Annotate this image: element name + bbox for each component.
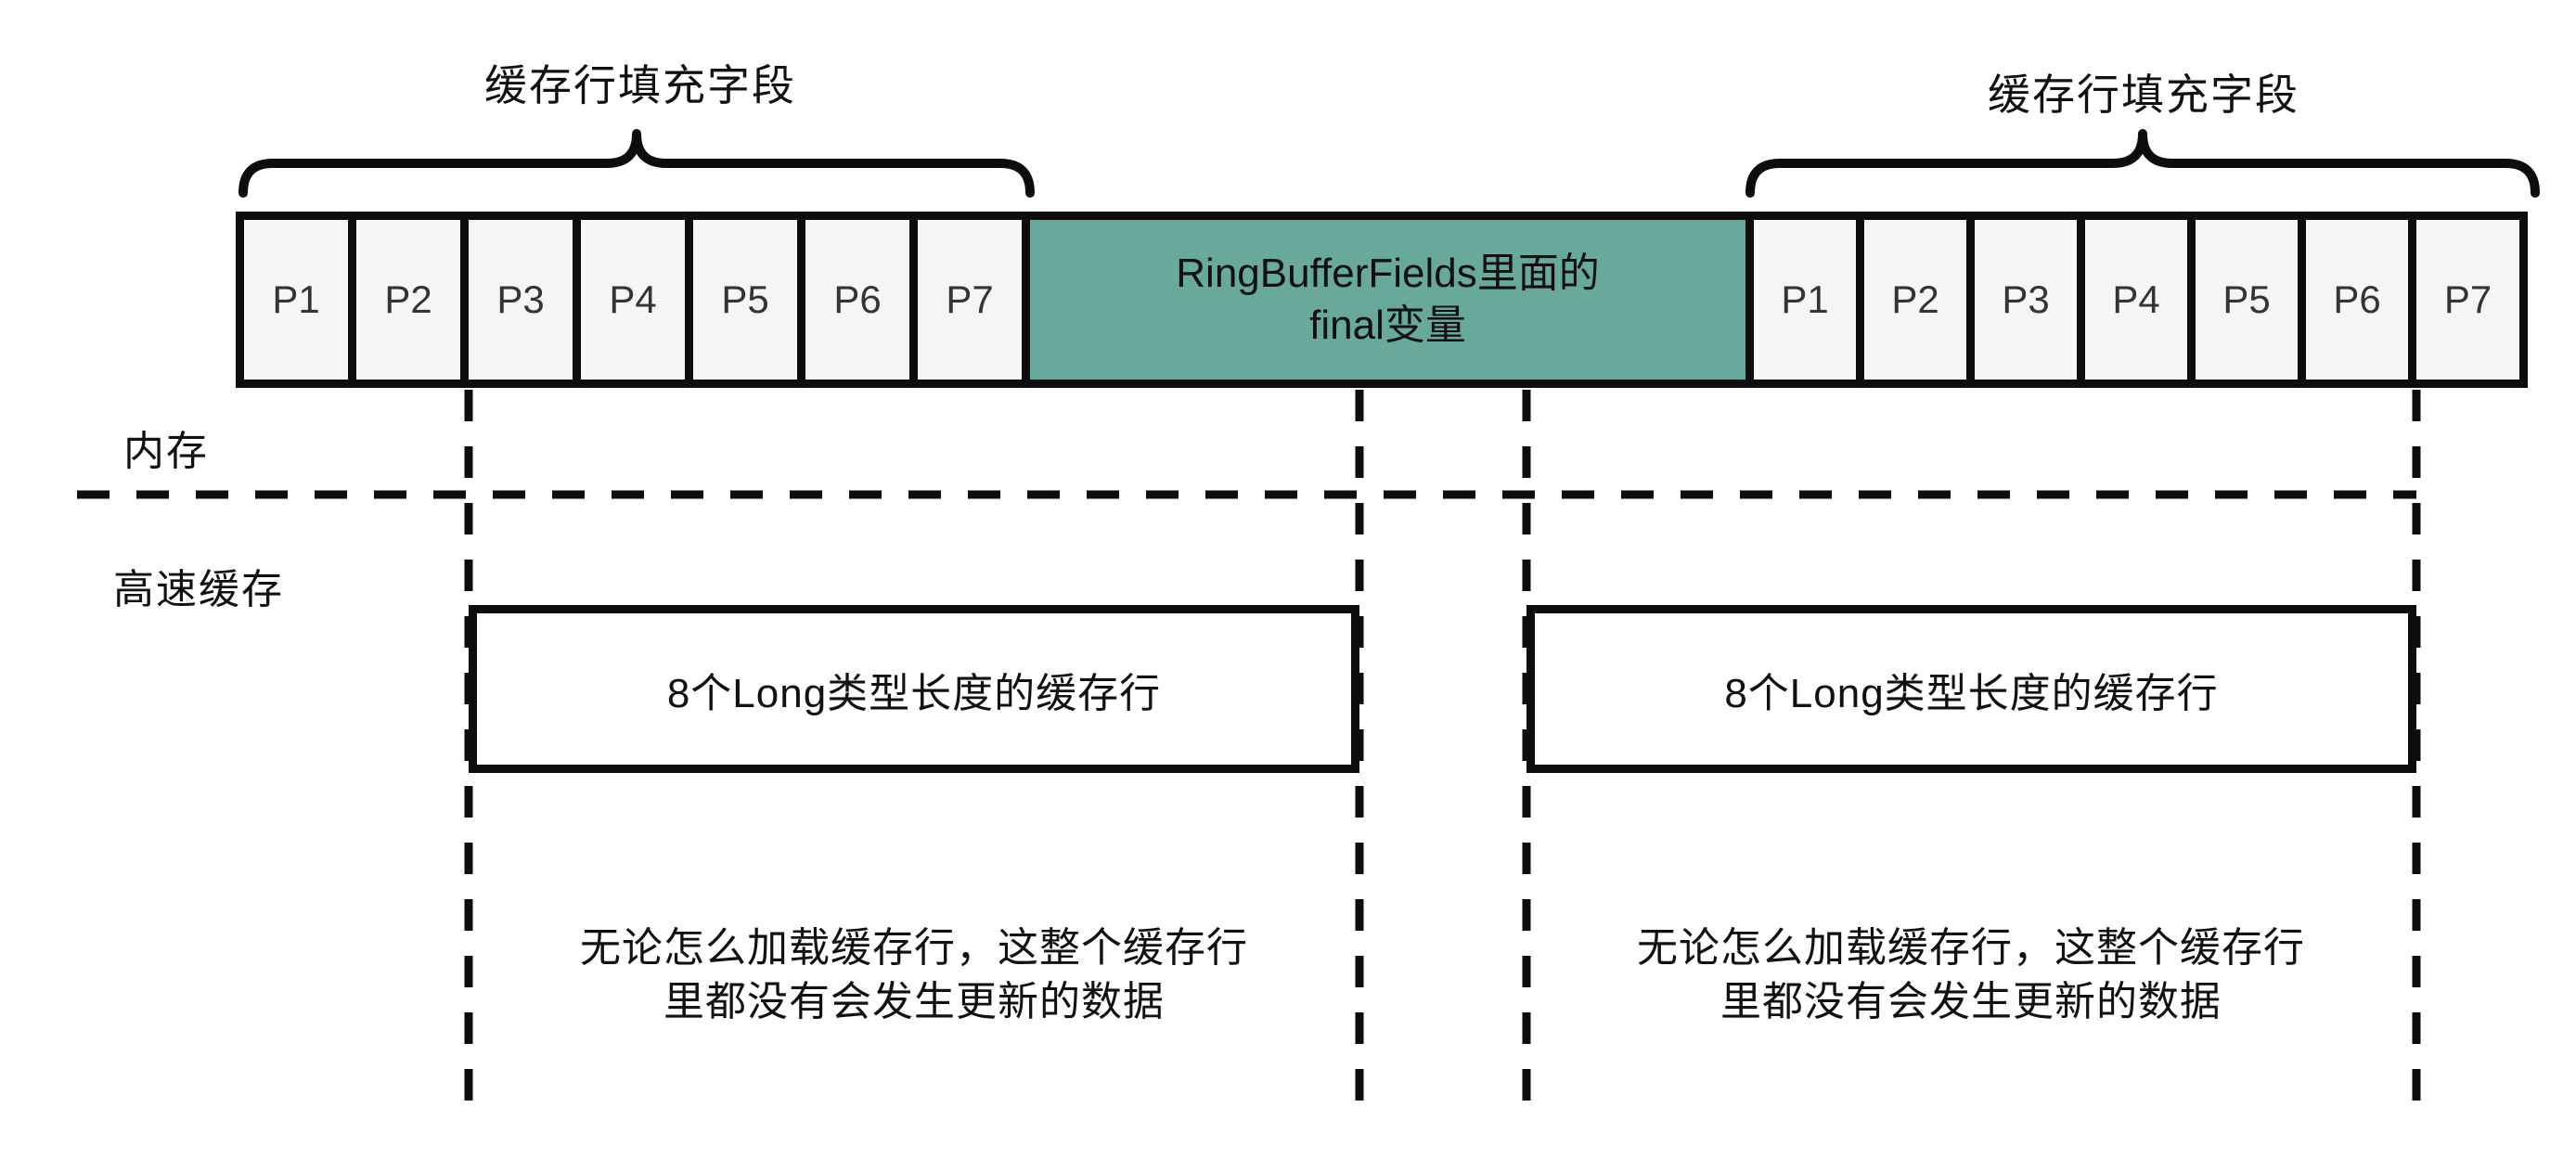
left-brace <box>238 129 1035 198</box>
padding-fields-label-right: 缓存行填充字段 <box>1988 71 2299 119</box>
padding-cell-right-5: P5 <box>2196 220 2306 380</box>
cache-line-box-left-label: 8个Long类型长度的缓存行 <box>666 670 1162 716</box>
padding-fields-label-left: 缓存行填充字段 <box>484 61 796 109</box>
padding-cell-right-6: P6 <box>2306 220 2416 380</box>
ringbuffer-final-fields-cell: RingBufferFields里面的 final变量 <box>1030 220 1754 380</box>
padding-cell-left-3: P3 <box>469 220 581 380</box>
padding-cell-left-6: P6 <box>805 220 918 380</box>
cache-line-box-right: 8个Long类型长度的缓存行 <box>1526 605 2416 773</box>
padding-cell-left-7: P7 <box>918 220 1030 380</box>
memory-label: 内存 <box>123 429 209 474</box>
cache-line-box-right-label: 8个Long类型长度的缓存行 <box>1724 670 2219 716</box>
cache-note-right: 无论怎么加载缓存行，这整个缓存行 里都没有会发生更新的数据 <box>1637 925 2305 1024</box>
padding-cell-right-2: P2 <box>1864 220 1975 380</box>
padding-cell-left-2: P2 <box>356 220 469 380</box>
padding-cell-left-5: P5 <box>693 220 805 380</box>
memory-row: P1 P2 P3 P4 P5 P6 P7 RingBufferFields里面的… <box>236 212 2528 388</box>
padding-cell-right-4: P4 <box>2085 220 2196 380</box>
padding-cell-right-1: P1 <box>1754 220 1864 380</box>
right-brace <box>1745 129 2540 198</box>
padding-cell-left-1: P1 <box>244 220 356 380</box>
padding-cell-left-4: P4 <box>581 220 693 380</box>
padding-cell-right-7: P7 <box>2416 220 2519 380</box>
padding-cell-right-3: P3 <box>1975 220 2085 380</box>
cache-note-left: 无论怎么加载缓存行，这整个缓存行 里都没有会发生更新的数据 <box>580 925 1248 1024</box>
cache-label: 高速缓存 <box>113 567 284 612</box>
cache-line-box-left: 8个Long类型长度的缓存行 <box>469 605 1359 773</box>
